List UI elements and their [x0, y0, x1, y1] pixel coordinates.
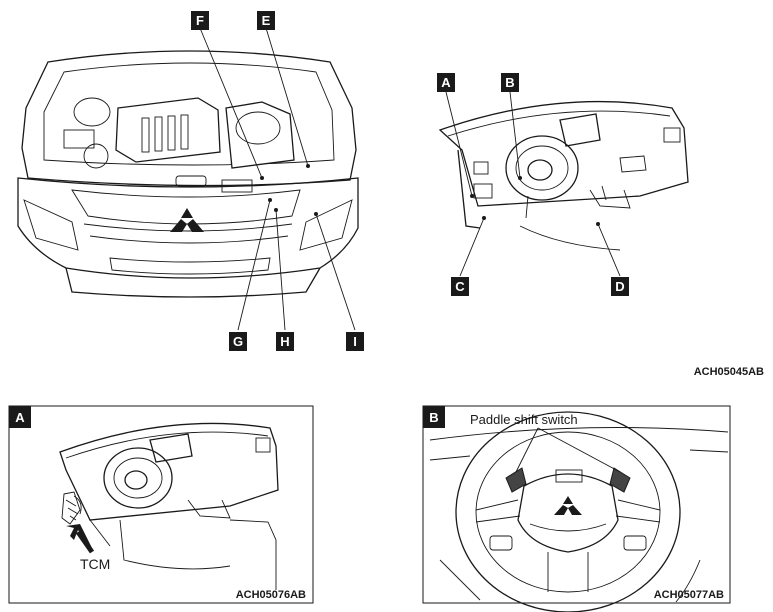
svg-text:C: C: [455, 279, 465, 294]
detail-b-panel: B Paddle shift switch: [422, 405, 731, 612]
label-b: B: [501, 73, 519, 92]
svg-text:B: B: [505, 75, 514, 90]
mitsubishi-emblem-icon: [170, 208, 204, 232]
svg-text:I: I: [353, 334, 357, 349]
dashboard-drawing: [438, 91, 689, 277]
label-a: A: [437, 73, 455, 92]
label-e: E: [257, 11, 275, 30]
svg-text:E: E: [262, 13, 271, 28]
label-f: F: [191, 11, 209, 30]
label-d: D: [611, 277, 629, 296]
label-g: G: [229, 332, 247, 351]
tcm-arrow-icon: [66, 524, 94, 552]
detail-a-panel: A TCM ACH05076AB: [8, 405, 314, 604]
steering-wheel: [455, 411, 681, 612]
label-i: I: [346, 332, 364, 351]
tcm-label: TCM: [80, 556, 110, 572]
detail-a-tag-bg: [9, 406, 31, 428]
svg-text:F: F: [196, 13, 204, 28]
label-c: C: [451, 277, 469, 296]
svg-text:H: H: [280, 334, 289, 349]
detail-b-tag: B: [429, 410, 438, 425]
svg-text:G: G: [233, 334, 243, 349]
detail-a-tag: A: [15, 410, 25, 425]
svg-text:A: A: [441, 75, 451, 90]
detail-b-tag-bg: [423, 406, 445, 428]
svg-text:D: D: [615, 279, 624, 294]
label-h: H: [276, 332, 294, 351]
tcm-module: [61, 491, 82, 525]
engine-compartment-drawing: [17, 27, 359, 331]
detail-b-code: ACH05077AB: [654, 589, 724, 601]
steering-emblem-icon: [554, 496, 582, 515]
overview-code: ACH05045AB: [694, 366, 764, 378]
detail-a-code: ACH05076AB: [236, 589, 306, 601]
